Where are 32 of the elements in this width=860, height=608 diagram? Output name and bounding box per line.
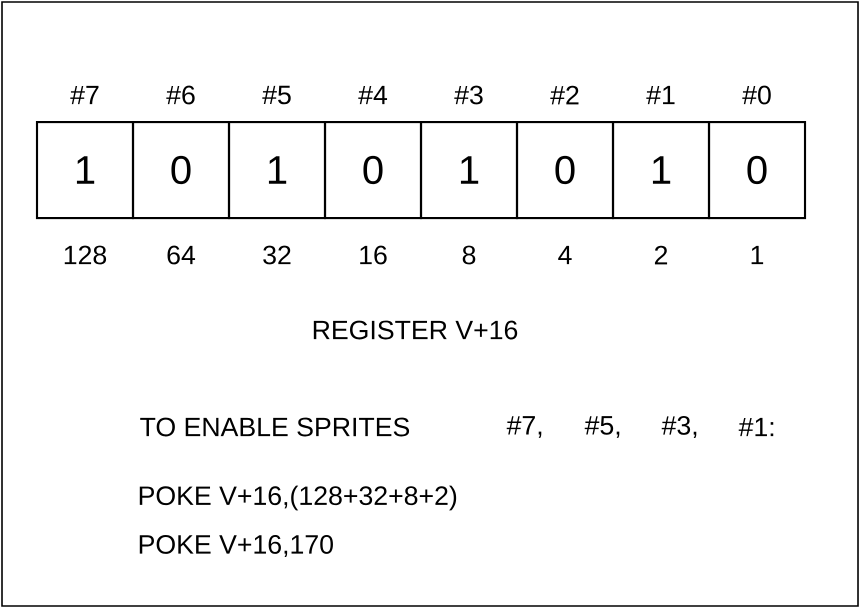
bit-number: #4 [358, 86, 388, 104]
bit-weight: 32 [263, 246, 290, 264]
bit-cell: 0 [708, 120, 806, 220]
bit-cell: 1 [612, 120, 710, 220]
bit-number: #2 [550, 86, 578, 104]
sprite-number: #1: [738, 418, 774, 436]
bit-weight: 2 [654, 246, 668, 264]
bit-cell: 1 [36, 120, 134, 220]
bit-number: #6 [166, 86, 195, 104]
sprite-number: #5, [584, 416, 620, 438]
bit-cell: 0 [132, 120, 230, 220]
bit-cell: 0 [324, 120, 422, 220]
bit-number: #0 [742, 86, 771, 104]
bit-number: #7 [70, 86, 98, 104]
bit-number: #1 [646, 86, 675, 104]
bit-weight: 1 [752, 246, 764, 264]
bit-weight: 128 [64, 246, 106, 264]
bit-cell: 1 [228, 120, 326, 220]
code-line: POKE V+16,(128+32+8+2) [140, 486, 456, 510]
bit-number: #3 [454, 86, 483, 104]
bit-weight: 16 [360, 246, 387, 264]
bit-weight: 8 [462, 246, 476, 264]
bit-weight: 64 [168, 246, 196, 264]
sprite-number: #7, [506, 416, 542, 438]
bit-cell: 0 [516, 120, 614, 220]
bit-number: #5 [262, 86, 291, 104]
code-line: POKE V+16,170 [140, 535, 333, 558]
bit-cell: 1 [420, 120, 518, 220]
register-caption: REGISTER V+16 [314, 320, 518, 340]
sprite-number: #3, [662, 416, 696, 438]
note-text: TO ENABLE SPRITES [140, 418, 410, 436]
bit-weight: 4 [558, 246, 572, 264]
